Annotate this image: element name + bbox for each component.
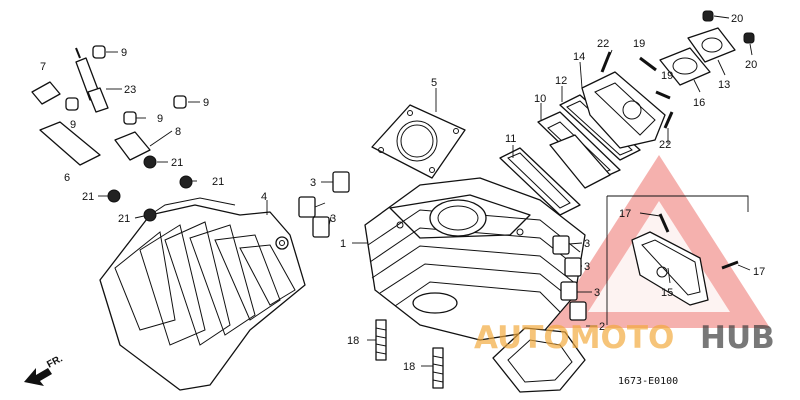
label-3d: 3 xyxy=(584,261,590,273)
brackets-part xyxy=(31,81,151,166)
label-9a: 9 xyxy=(121,47,127,59)
diagram-code: 1673-E0100 xyxy=(618,376,678,387)
label-14: 14 xyxy=(573,51,585,63)
watermark-brand-right: HUB xyxy=(700,320,775,356)
label-13: 13 xyxy=(718,79,730,91)
cylinder-part xyxy=(364,177,586,341)
label-21d: 21 xyxy=(118,213,130,225)
exhaust-gasket-part xyxy=(492,327,586,393)
stud-bolts xyxy=(375,319,444,389)
label-19b: 19 xyxy=(661,70,673,82)
cylinder-head-part xyxy=(99,197,306,391)
watermark-brand: AUTOMOTO HUB xyxy=(474,320,775,356)
insulator-part xyxy=(659,47,711,86)
label-4: 4 xyxy=(261,191,267,203)
label-9c: 9 xyxy=(203,97,209,109)
nuts-part xyxy=(65,45,193,222)
label-8: 8 xyxy=(175,126,181,138)
label-10: 10 xyxy=(534,93,546,105)
spark-plug-part xyxy=(75,47,109,113)
label-11: 11 xyxy=(505,133,516,145)
front-direction-arrow xyxy=(24,368,52,386)
label-7: 7 xyxy=(40,61,46,73)
label-17a: 17 xyxy=(619,208,631,220)
label-23: 23 xyxy=(124,84,136,96)
label-2: 2 xyxy=(599,321,605,333)
label-22a: 22 xyxy=(597,38,609,50)
label-18: 18 xyxy=(347,335,359,347)
label-18b: 18 xyxy=(403,361,415,373)
part-labels: 1 2 3 3 3 3 3 4 5 6 7 8 9 9 9 9 10 11 12… xyxy=(40,13,765,373)
collars-part xyxy=(298,171,587,321)
front-marker-text: FR. xyxy=(45,353,65,370)
label-20a: 20 xyxy=(731,13,743,25)
head-gasket-part xyxy=(371,104,466,179)
label-17b: 17 xyxy=(753,266,765,278)
label-3b: 3 xyxy=(330,213,336,225)
label-3a: 3 xyxy=(310,177,316,189)
label-22b: 22 xyxy=(659,139,671,151)
label-21c: 21 xyxy=(82,191,94,203)
label-19a: 19 xyxy=(633,38,645,50)
label-20b: 20 xyxy=(745,59,757,71)
label-6: 6 xyxy=(64,172,70,184)
label-12: 12 xyxy=(555,75,567,87)
label-3e: 3 xyxy=(594,287,600,299)
label-21a: 21 xyxy=(171,157,183,169)
label-5: 5 xyxy=(431,77,437,89)
side-cover-inset xyxy=(606,195,749,325)
label-1: 1 xyxy=(340,238,346,250)
intake-bolts xyxy=(600,10,755,129)
label-9b: 9 xyxy=(70,119,76,131)
carb-gasket-part xyxy=(687,27,736,63)
label-16: 16 xyxy=(693,97,705,109)
leader-lines xyxy=(98,15,753,367)
label-9d: 9 xyxy=(157,113,163,125)
watermark-brand-left: AUTOMOTO xyxy=(474,320,674,356)
label-15: 15 xyxy=(661,287,673,299)
label-21b: 21 xyxy=(212,176,224,188)
intake-manifold-part xyxy=(581,71,666,149)
label-3c: 3 xyxy=(584,238,590,250)
reed-valve-part xyxy=(537,111,621,189)
